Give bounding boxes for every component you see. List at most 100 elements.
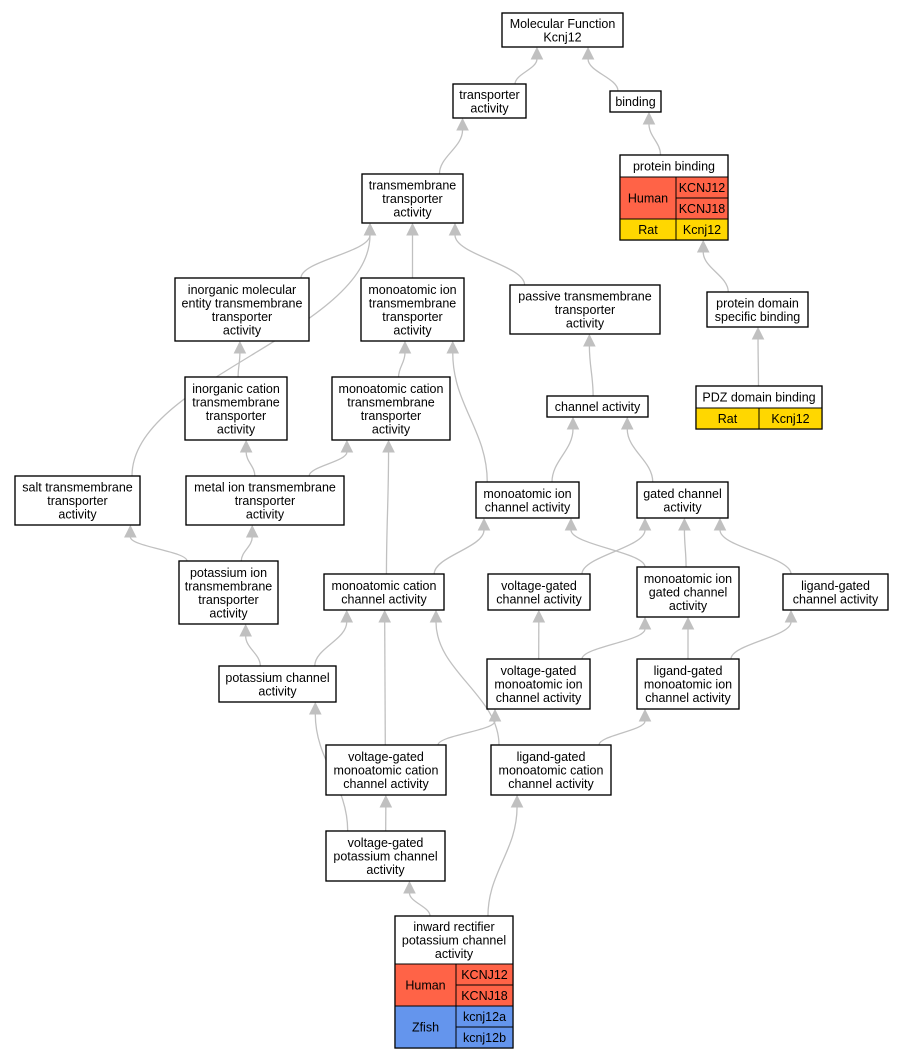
edge-arrowhead	[620, 416, 634, 430]
node-label-line: activity	[435, 947, 474, 961]
node-monoatomic-ion-tm[interactable]: monoatomic iontransmembranetransporterac…	[360, 277, 465, 342]
gene-label[interactable]: KCNJ18	[461, 989, 508, 1003]
node-label-line: gated channel	[643, 487, 722, 501]
edge-arrowhead	[340, 609, 354, 623]
node-outline	[487, 573, 591, 611]
edge-arrowhead	[566, 416, 580, 430]
node-box	[360, 277, 465, 342]
node-label-line: transporter	[555, 303, 615, 317]
gene-label[interactable]: Kcnj12	[683, 223, 721, 237]
gene-label[interactable]: KCNJ12	[461, 968, 508, 982]
node-label-line: activity	[209, 606, 248, 620]
edge-monoatomic-ion-gated-to-gated-channel	[683, 529, 687, 568]
edge-inorg-cation-to-inorg-molecular	[237, 352, 241, 378]
edge-monoatomic-cation-tm-to-monoatomic-ion-tm	[397, 352, 406, 378]
node-label-line: ligand-gated	[801, 579, 870, 593]
gene-label[interactable]: kcnj12b	[463, 1031, 506, 1045]
edge-salt-tm-to-tm-transporter	[131, 234, 371, 477]
node-outline	[509, 284, 661, 335]
node-label-line: monoatomic ion	[644, 678, 732, 692]
node-metal-ion-tm[interactable]: metal ion transmembranetransporteractivi…	[185, 475, 345, 526]
node-outline	[782, 573, 889, 611]
edge-arrowhead	[510, 794, 524, 808]
graph-nodes: Molecular FunctionKcnj12transporteractiv…	[14, 12, 889, 1049]
node-outline	[325, 830, 446, 882]
edge-arrowhead	[245, 524, 259, 538]
edge-arrowhead	[532, 609, 546, 623]
node-label-line: activity	[663, 500, 702, 514]
node-label-line: metal ion transmembrane	[194, 481, 336, 495]
edge-potassium-ion-tm-to-metal-ion-tm	[240, 536, 253, 562]
node-label-line: channel activity	[496, 691, 582, 705]
species-label: Rat	[638, 223, 658, 237]
node-outline	[14, 475, 141, 526]
gene-label[interactable]: KCNJ12	[679, 181, 726, 195]
species-label: Human	[405, 979, 445, 993]
node-label-line: transporter	[235, 494, 295, 508]
node-label-line: monoatomic cation	[339, 382, 444, 396]
edge-arrowhead	[340, 439, 354, 453]
gene-label[interactable]: kcnj12a	[463, 1010, 506, 1024]
node-outline	[695, 385, 823, 430]
node-binding[interactable]: binding	[609, 90, 662, 113]
edge-ligand-gated-channel-to-gated-channel	[719, 529, 792, 575]
node-label-line: voltage-gated	[501, 579, 577, 593]
node-inorg-cation[interactable]: inorganic cationtransmembranetransporter…	[184, 376, 288, 441]
edge-inward-rectifier-to-vg-potassium	[408, 892, 431, 917]
node-box	[361, 173, 464, 224]
node-monoatomic-cation-tm[interactable]: monoatomic cationtransmembranetransporte…	[331, 376, 451, 441]
node-label-line: binding	[615, 95, 655, 109]
node-label-line: monoatomic cation	[499, 764, 604, 778]
edge-arrowhead	[446, 340, 460, 354]
node-label-line: transporter	[206, 409, 266, 423]
node-potassium-ion-tm[interactable]: potassium iontransmembranetransporteract…	[178, 560, 279, 625]
node-label-line: transporter	[212, 310, 272, 324]
node-label-line: transmembrane	[192, 395, 280, 409]
node-outline	[619, 154, 729, 241]
node-label-line: transmembrane	[369, 296, 457, 310]
node-label-line: activity	[393, 323, 432, 337]
edge-potassium-ion-tm-to-salt-tm	[129, 536, 188, 562]
node-channel[interactable]: channel activity	[546, 395, 649, 418]
node-label-line: inward rectifier	[413, 920, 494, 934]
edge-vg-monoatomic-ion-to-monoatomic-ion-gated	[581, 628, 646, 660]
edge-arrowhead	[379, 794, 393, 808]
edge-potassium-channel-to-monoatomic-cation-channel	[314, 621, 348, 667]
node-label-line: channel activity	[485, 500, 571, 514]
node-label-line: voltage-gated	[348, 836, 424, 850]
gene-label[interactable]: KCNJ18	[679, 202, 726, 216]
node-label-line: activity	[223, 323, 262, 337]
edge-binding-to-root	[587, 58, 619, 92]
node-box	[490, 744, 612, 796]
node-label-line: activity	[366, 863, 405, 877]
edge-arrowhead	[124, 524, 137, 538]
edge-arrowhead	[581, 46, 595, 60]
node-outline	[185, 475, 345, 526]
node-box	[174, 277, 310, 342]
node-box	[782, 573, 889, 611]
node-label-line: transporter	[382, 310, 442, 324]
gene-label[interactable]: Kcnj12	[771, 412, 809, 426]
